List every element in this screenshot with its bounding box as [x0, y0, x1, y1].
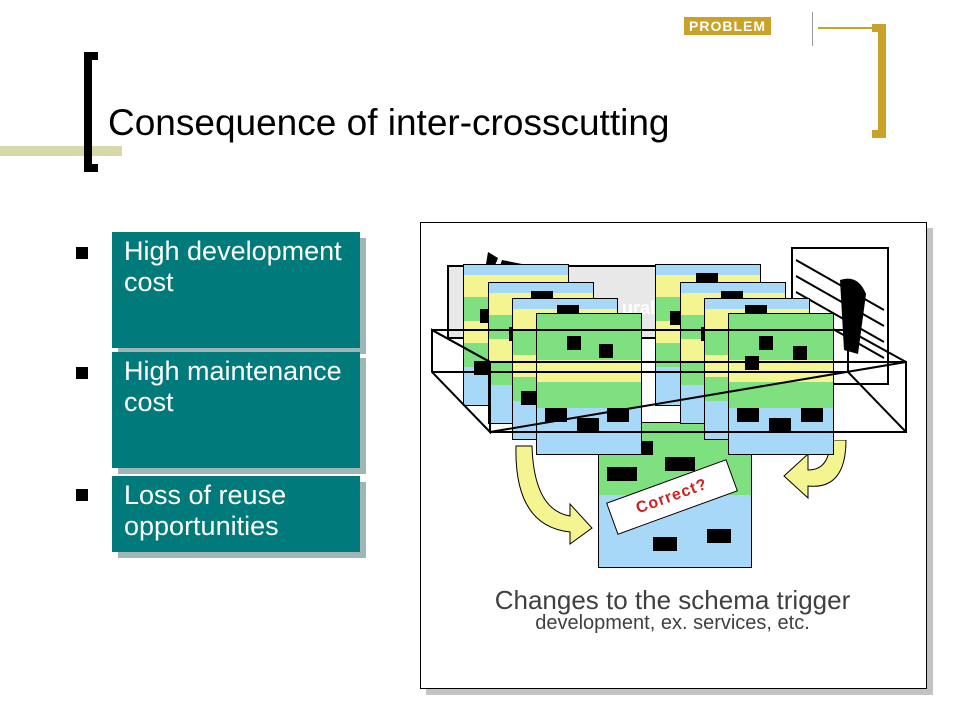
bullet-label-development-cost: High development cost	[112, 232, 360, 348]
flow-arrows	[515, 440, 847, 545]
left-bracket-decoration	[84, 52, 98, 172]
header-rule	[0, 146, 122, 156]
tag-rule	[818, 27, 874, 29]
tag-divider	[812, 12, 813, 46]
bullet-marker	[76, 489, 88, 501]
slide-title: Consequence of inter-crosscutting	[108, 102, 670, 143]
bullet-marker	[76, 367, 88, 379]
section-tag: PROBLEM	[684, 17, 771, 35]
bullet-label-maintenance-cost: High maintenance cost	[112, 352, 360, 468]
wireframe-slab	[431, 328, 907, 435]
right-bracket-decoration	[872, 24, 886, 138]
bullet-label-reuse-opportunities: Loss of reuse opportunities	[112, 476, 360, 552]
bullet-marker	[76, 247, 88, 259]
